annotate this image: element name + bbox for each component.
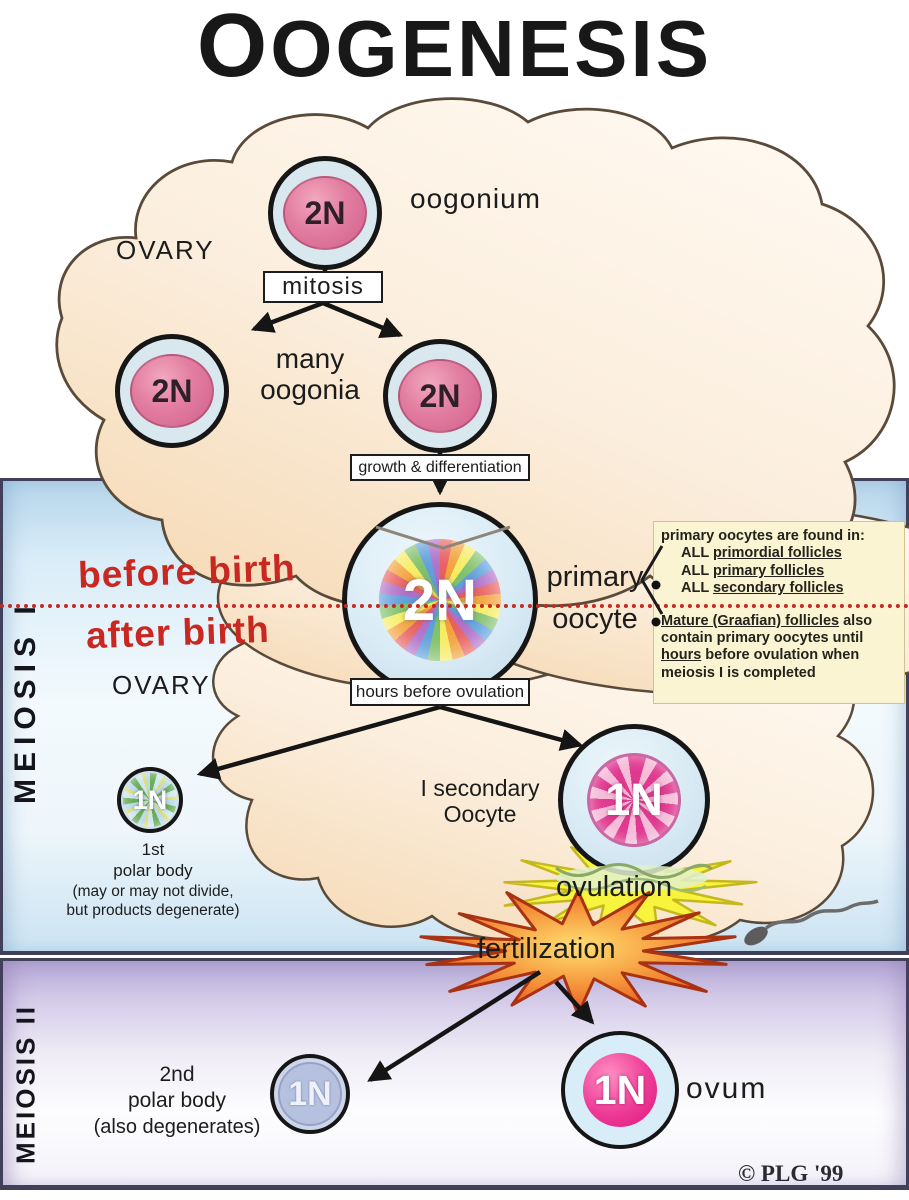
oogonium-label: oogonium bbox=[410, 183, 541, 214]
first-polar-body-label: 1st polar body (may or may not divide, b… bbox=[66, 840, 240, 919]
cell-ovum: 1N bbox=[561, 1031, 679, 1149]
after-birth-label: after birth bbox=[85, 608, 271, 657]
oogonia-right-nucleus: 2N bbox=[398, 359, 482, 433]
cell-first-polar-body: 1N bbox=[117, 767, 183, 833]
ovary-label-top: OVARY bbox=[116, 235, 215, 265]
ploidy-label: 1N bbox=[605, 774, 663, 825]
ploidy-label: 1N bbox=[132, 784, 168, 815]
ovulation-label: ovulation bbox=[556, 871, 673, 903]
secondary-oocyte-nucleus: 1N bbox=[587, 753, 681, 847]
secondary-oocyte-label: I secondary Oocyte bbox=[420, 775, 540, 828]
page-title: OOGENESIS bbox=[196, 0, 713, 96]
cell-second-polar-body: 1N bbox=[270, 1054, 350, 1134]
cell-oogonia-right: 2N bbox=[383, 339, 497, 453]
cell-primary-oocyte: 2N bbox=[342, 502, 538, 698]
note-paragraph: Mature (Graafian) follicles also contain… bbox=[661, 612, 873, 681]
hours-before-ovulation-box: hours before ovulation bbox=[350, 678, 530, 706]
cell-oogonium: 2N bbox=[268, 156, 382, 270]
ovum-nucleus: 1N bbox=[583, 1053, 657, 1127]
ovary-label-mid: OVARY bbox=[112, 670, 211, 700]
mitosis-box: mitosis bbox=[263, 271, 383, 303]
primary-oocyte-label: primary oocyte bbox=[546, 561, 644, 636]
oogonia-left-nucleus: 2N bbox=[130, 354, 214, 428]
ploidy-label: 2N bbox=[419, 377, 461, 414]
note-intro: primary oocytes are found in: bbox=[661, 528, 865, 544]
second-polar-nucleus: 1N bbox=[278, 1062, 342, 1126]
cell-secondary-oocyte: 1N bbox=[558, 724, 710, 876]
fertilization-label: fertilization bbox=[477, 933, 616, 965]
cell-oogonia-left: 2N bbox=[115, 334, 229, 448]
oogonium-nucleus: 2N bbox=[283, 176, 367, 250]
note-item: ALL secondary follicles bbox=[681, 580, 844, 597]
second-polar-body-label: 2nd polar body (also degenerates) bbox=[93, 1063, 261, 1138]
growth-differentiation-box: growth & differentiation bbox=[350, 454, 530, 481]
ploidy-label: 2N bbox=[151, 372, 193, 409]
first-polar-nucleus: 1N bbox=[123, 773, 177, 827]
copyright-label: © PLG '99 bbox=[738, 1161, 844, 1186]
follicle-note: primary oocytes are found in: ALL primor… bbox=[653, 521, 905, 704]
meiosis1-section-label: MEIOSIS I bbox=[9, 599, 42, 805]
ploidy-label: 2N bbox=[304, 194, 346, 231]
ovum-label: ovum bbox=[686, 1072, 768, 1105]
note-item: ALL primary follicles bbox=[681, 562, 825, 579]
ploidy-label: 2N bbox=[402, 567, 478, 633]
birth-divider-line bbox=[0, 604, 909, 608]
note-item: ALL primordial follicles bbox=[681, 545, 842, 562]
ploidy-label: 1N bbox=[288, 1074, 332, 1113]
many-oogonia-label: many oogonia bbox=[260, 343, 360, 405]
ploidy-label: 1N bbox=[593, 1066, 647, 1113]
meiosis2-section-label: MEIOSIS II bbox=[10, 1003, 41, 1164]
before-birth-label: before birth bbox=[77, 547, 297, 596]
primary-oocyte-spindle: 2N bbox=[379, 539, 501, 661]
